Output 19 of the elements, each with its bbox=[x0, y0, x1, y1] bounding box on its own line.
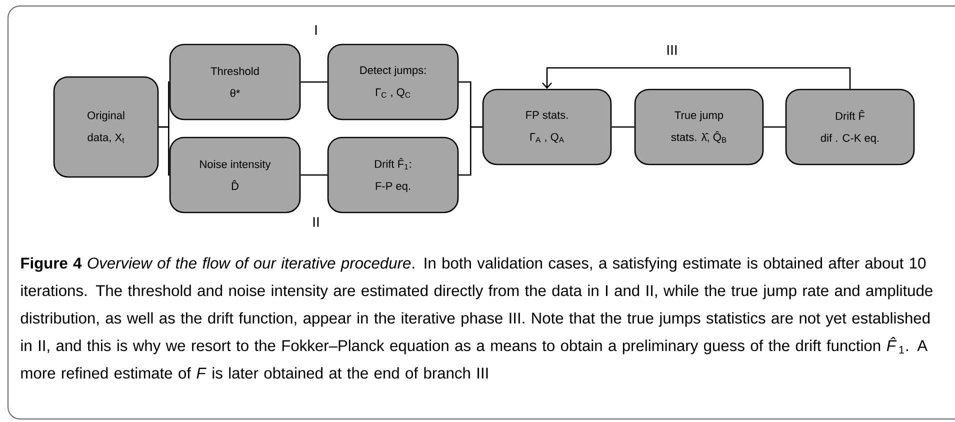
process-box: Original data, X$_{t}$ bbox=[53, 76, 159, 178]
process-box: Drift F̂$_{1}$: F-P eq. bbox=[327, 136, 459, 214]
process-box: True jump stats. λ̂, Q̂$_{B}$ bbox=[634, 88, 764, 166]
connector bbox=[542, 67, 851, 89]
phase-label: I bbox=[315, 25, 317, 35]
process-box: Noise intensity D̂ bbox=[169, 136, 301, 214]
edge-label: III bbox=[667, 45, 677, 55]
process-box: Threshold θ* bbox=[169, 44, 301, 120]
connector bbox=[612, 126, 634, 128]
process-box: FP stats. Γ$_{A}$ , Q$_{A}$ bbox=[482, 88, 612, 166]
connector bbox=[158, 126, 170, 176]
connector bbox=[458, 126, 482, 176]
connector bbox=[300, 81, 328, 83]
connector bbox=[300, 174, 328, 176]
connector bbox=[764, 126, 786, 128]
process-box: Drift F̂ dif . C-K eq. bbox=[785, 88, 915, 166]
caption: Figure 4 Overview of the flow of our iterative procedure. In both validation cases, a satisfying estimate is obtained after about 10 iterations. The threshold and noise intensity are estimated directly from the data in I and II, while the true jump rate and amplitude distribution, as well as the drift function, appear in the iterative phase III. Note that the true jumps statistics are not yet established in II, and this is why we resort to the Fokker–Planck equation as a means to obtain a preliminary guess of the drift function F̂$_{1}$. A more refined estimate of F is later obtained at the end of branch III bbox=[20, 257, 932, 379]
process-box: Detect jumps: Γ$_{C}$ , Q$_{C}$ bbox=[327, 44, 459, 120]
phase-label: II bbox=[313, 217, 319, 227]
